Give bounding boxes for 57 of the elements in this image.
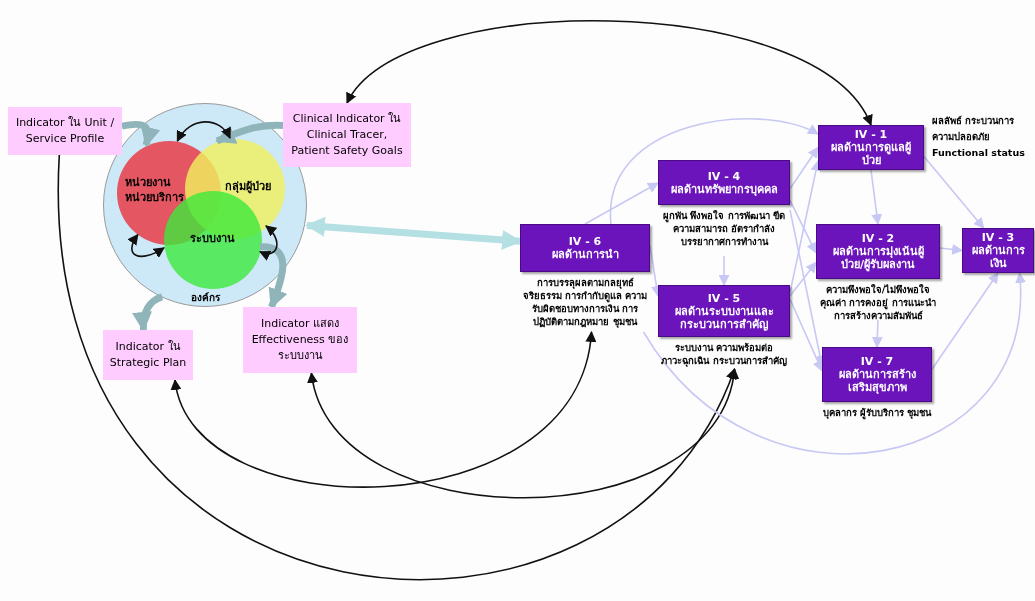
arrow <box>789 199 817 254</box>
circle-label: ระบบงาน <box>190 231 235 246</box>
box-code: IV - 5 <box>707 291 741 305</box>
description-text: บุคลากร ผู้รับบริการ ชุมชน <box>822 406 932 419</box>
indicator-text: Indicator ใน Strategic Plan <box>108 339 188 371</box>
box-code: IV - 3 <box>981 231 1015 244</box>
description-text: การบรรลุผลตามกลยุทธ์ จริยธรรม การกำกับดูแล ความรับผิดชอบทางการเงิน การปฏิบัติตามกฎหมาย ชุมชน <box>521 276 649 328</box>
box-code: IV - 2 <box>861 232 895 245</box>
box-code: IV - 6 <box>568 235 602 248</box>
indicator-text: Indicator ใน Unit / Service Profile <box>14 115 116 147</box>
block-arrow <box>305 216 522 250</box>
arrow <box>789 261 817 297</box>
circle-label: กลุ่มผู้ป่วย <box>225 179 271 194</box>
arrow <box>939 243 964 255</box>
arrow <box>718 255 730 287</box>
box-code: IV - 4 <box>707 169 741 183</box>
description-text: ความพึงพอใจ/ไม่พึงพอใจ คุณค่า การคงอยู่ การแนะนำ การสร้างความสัมพันธ์ <box>819 283 937 322</box>
arrow <box>923 155 985 229</box>
arrow <box>259 225 278 261</box>
arrow <box>58 154 736 581</box>
box-title: ผลด้านทรัพยากรบุคคล <box>670 182 778 196</box>
arrow <box>789 159 822 294</box>
description-text: ผลลัพธ์ กระบวนการ ความปลอดภัย Functional status <box>932 114 1026 160</box>
arrow <box>309 367 738 499</box>
arrow <box>642 271 1025 455</box>
arrow <box>127 233 165 258</box>
box-title: ผลด้านระบบงานและกระบวนการสำคัญ <box>673 304 775 331</box>
circle-label: องค์กร <box>189 292 221 304</box>
box-code: IV - 7 <box>860 355 894 368</box>
indicator-text: Clinical Indicator ใน Clinical Tracer, Patient Safety Goals <box>290 111 404 159</box>
indicator-box <box>283 103 411 167</box>
indicator-box <box>103 330 193 380</box>
box-title: ผลด้านการนำ <box>551 248 619 261</box>
description-text: ระบบงาน ความพร้อมต่อภาวะฉุกเฉิน กระบวนการสำคัญ <box>660 341 788 367</box>
description-text: ผูกพัน พึงพอใจ การพัฒนา ขีดความสามารถ อัตรากำลัง บรรยากาศการทำงาน <box>662 209 786 248</box>
block-arrow <box>259 243 288 309</box>
box-code: IV - 1 <box>854 128 888 141</box>
circle-label: หน่วยงาน หน่วยบริการ <box>125 175 185 205</box>
box-title: ผลด้านการดูแลผู้ป่วย <box>830 141 912 167</box>
arrow <box>789 146 819 190</box>
arrow <box>610 118 819 225</box>
box-title: ผลด้านการสร้างเสริมสุขภาพ <box>837 368 917 394</box>
arrow <box>176 121 231 142</box>
indicator-box <box>8 107 122 155</box>
arrow <box>789 298 823 372</box>
indicator-text: Indicator แสดง Effectiveness ของ ระบบงาน <box>250 316 350 364</box>
box-title: ผลด้านการมุ่งเน้นผู้ป่วย/ผู้รับผลงาน <box>831 245 925 271</box>
arrow <box>871 319 883 349</box>
arrow <box>584 182 659 225</box>
arrow <box>931 272 999 370</box>
block-arrow <box>132 293 164 332</box>
arrow <box>172 330 595 488</box>
arrow <box>870 169 883 226</box>
box-title: ผลด้านการเงิน <box>970 244 1026 270</box>
arrow <box>346 20 872 126</box>
block-arrow <box>121 120 160 148</box>
indicator-box <box>243 307 357 373</box>
